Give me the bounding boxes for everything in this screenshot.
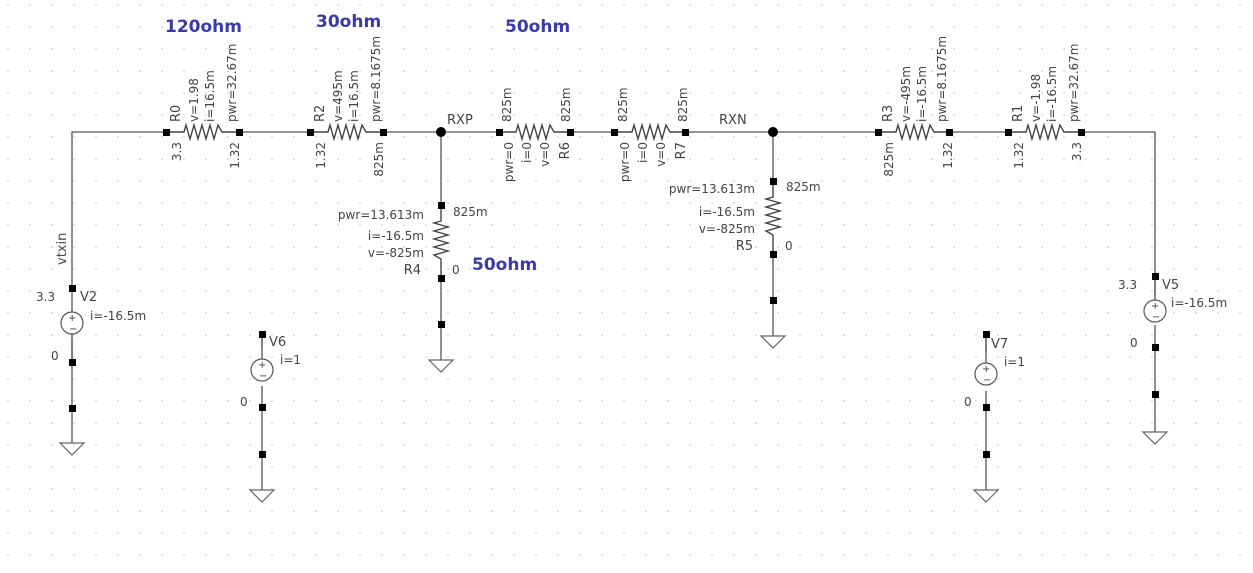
r5-power: pwr=13.613m (669, 182, 755, 196)
r2-power: pwr=8.1675m (369, 36, 383, 122)
v5-top-node: 3.3 (1118, 278, 1137, 292)
ground-symbol-v6 (248, 489, 276, 503)
r0-right-node: 1.32 (228, 142, 242, 169)
v2-current: i=-16.5m (90, 309, 146, 323)
net-label-vtxin: vtxin (55, 233, 70, 265)
source-v6[interactable]: + − (250, 331, 274, 458)
r7-voltage: v=0 (654, 142, 668, 167)
r7-left-node: 825m (616, 87, 630, 122)
r3-voltage: v=-495m (899, 66, 913, 122)
r2-voltage: v=495m (331, 70, 345, 122)
r6-voltage: v=0 (538, 142, 552, 167)
resistor-r3[interactable] (875, 122, 953, 142)
r7-name: R7 (674, 142, 689, 159)
v6-name: V6 (269, 335, 286, 350)
svg-text:−: − (983, 375, 991, 386)
resistor-r7[interactable] (611, 122, 689, 142)
r0-name: R0 (169, 105, 184, 122)
r0-left-node: 3.3 (170, 142, 184, 161)
r7-right-node: 825m (676, 87, 690, 122)
r0-current: i=16.5m (203, 70, 217, 122)
v5-current: i=-16.5m (1171, 296, 1227, 310)
r3-current: i=-16.5m (915, 66, 929, 122)
node-rxp[interactable] (436, 127, 446, 137)
source-v7[interactable]: + − (974, 331, 998, 458)
svg-text:+: + (982, 364, 990, 375)
source-v2[interactable]: + − (60, 285, 84, 412)
ground-symbol-r4 (427, 359, 455, 373)
r5-name: R5 (736, 239, 753, 254)
resistor-r0[interactable] (163, 122, 243, 142)
r7-current: i=0 (636, 142, 650, 163)
ground-symbol-v2 (58, 442, 86, 456)
ground-symbol-r5 (759, 335, 787, 349)
v6-current: i=1 (280, 353, 301, 367)
v7-bottom-node: 0 (964, 395, 972, 409)
svg-text:−: − (69, 324, 77, 335)
net-label-rxn: RXN (719, 113, 747, 128)
v2-name: V2 (80, 290, 97, 305)
r2-left-node: 1.32 (314, 142, 328, 169)
r2-current: i=16.5m (347, 70, 361, 122)
v5-name: V5 (1162, 278, 1179, 293)
svg-text:−: − (1152, 312, 1160, 323)
r3-left-node: 825m (882, 142, 896, 177)
r3-power: pwr=8.1675m (935, 36, 949, 122)
r1-power: pwr=32.67m (1067, 44, 1081, 122)
r6-name: R6 (558, 142, 573, 159)
resistor-r5[interactable] (763, 178, 783, 304)
r5-current: i=-16.5m (699, 205, 755, 219)
ground-symbol-v7 (972, 489, 1000, 503)
r6-power: pwr=0 (502, 142, 516, 182)
v5-bottom-node: 0 (1130, 336, 1138, 350)
r1-left-node: 1.32 (1012, 142, 1026, 169)
r0-power: pwr=32.67m (225, 44, 239, 122)
v7-name: V7 (991, 337, 1008, 352)
resistor-r4[interactable] (431, 202, 451, 328)
r4-power: pwr=13.613m (338, 208, 424, 222)
r2-right-node: 825m (372, 142, 386, 177)
ground-symbol-v5 (1141, 431, 1169, 445)
r6-left-node: 825m (500, 87, 514, 122)
r2-name: R2 (313, 105, 328, 122)
r5-voltage: v=-825m (699, 222, 755, 236)
r3-name: R3 (881, 105, 896, 122)
svg-text:−: − (259, 371, 267, 382)
net-label-rxp: RXP (447, 113, 473, 128)
resistor-r6[interactable] (496, 122, 574, 142)
r4-name: R4 (404, 263, 421, 278)
v2-top-node: 3.3 (36, 290, 55, 304)
r0-voltage: v=1.98 (187, 78, 201, 122)
r4-current: i=-16.5m (368, 229, 424, 243)
r5-top-node: 825m (786, 180, 821, 194)
v2-bottom-node: 0 (51, 349, 59, 363)
v6-bottom-node: 0 (240, 395, 248, 409)
annotation-50ohm-series: 50ohm (505, 17, 570, 37)
resistor-r2[interactable] (307, 122, 387, 142)
resistor-r1[interactable] (1005, 122, 1085, 142)
svg-text:+: + (1151, 301, 1159, 312)
annotation-30ohm: 30ohm (316, 12, 381, 32)
node-rxn[interactable] (768, 127, 778, 137)
r4-top-node: 825m (453, 205, 488, 219)
annotation-120ohm: 120ohm (165, 17, 242, 37)
r1-voltage: v=-1.98 (1029, 74, 1043, 122)
source-v5[interactable]: + − (1143, 273, 1167, 398)
r1-current: i=-16.5m (1045, 66, 1059, 122)
svg-text:+: + (258, 360, 266, 371)
r7-power: pwr=0 (618, 142, 632, 182)
r3-right-node: 1.32 (941, 142, 955, 169)
r1-right-node: 3.3 (1070, 142, 1084, 161)
r4-bottom-node: 0 (452, 263, 460, 277)
r6-right-node: 825m (559, 87, 573, 122)
r5-bottom-node: 0 (785, 239, 793, 253)
annotation-50ohm-shunt: 50ohm (472, 255, 537, 275)
r1-name: R1 (1011, 105, 1026, 122)
r6-current: i=0 (520, 142, 534, 163)
v7-current: i=1 (1004, 355, 1025, 369)
svg-text:+: + (68, 313, 76, 324)
r4-voltage: v=-825m (368, 246, 424, 260)
